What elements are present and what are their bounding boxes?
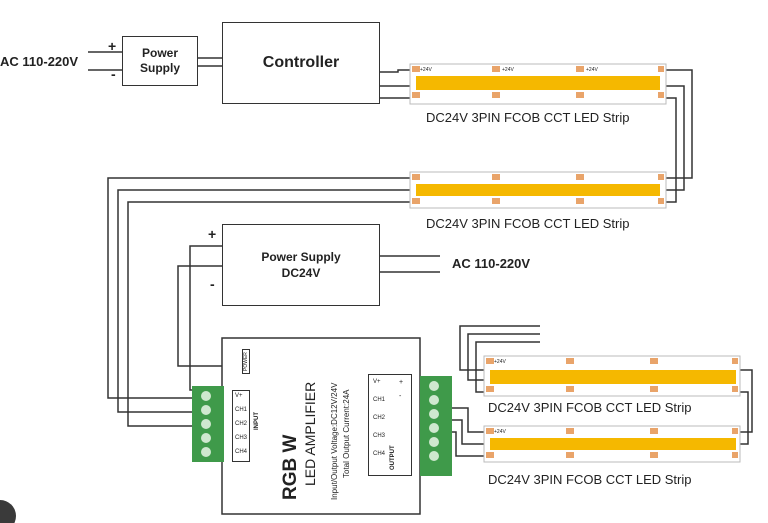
- controller-box: Controller: [222, 22, 380, 104]
- strip2-amp-wire-2: [117, 189, 410, 413]
- power-supply-dc-line1: Power Supply: [261, 250, 341, 264]
- amp-input-pin: CH1: [235, 407, 248, 413]
- led-strip-2: [409, 171, 667, 209]
- strip4-mark-plus: +24V: [494, 429, 506, 435]
- strip2-amp-wire-3: [127, 201, 410, 427]
- power-supply-dc-line2: DC24V: [281, 266, 321, 280]
- strip-3-label: DC24V 3PIN FCOB CCT LED Strip: [488, 400, 692, 415]
- strip3-mark-plus: +24V: [494, 359, 506, 365]
- amp-out-wire-3: [475, 341, 540, 393]
- amplifier-spec-1: Input/Output Voltage:DC12V/24V: [330, 382, 339, 500]
- ac-input-label: AC 110-220V: [0, 54, 79, 69]
- controller-label: Controller: [262, 54, 340, 71]
- amp-power-pin: +: [399, 379, 404, 386]
- power-supply-line2: Supply: [139, 61, 180, 75]
- amp-output-pin: CH3: [373, 433, 386, 439]
- amplifier-spec-2: Total Output Current:24A: [342, 389, 351, 479]
- strip1-strip2-wire-2: [666, 85, 685, 191]
- amp-input-tag: INPUT: [254, 412, 260, 430]
- dc-ps-wire-plus: [189, 245, 222, 391]
- plus-sign-dc: +: [208, 226, 217, 242]
- amplifier-title: RGB W: [280, 434, 301, 500]
- input-terminal: [192, 386, 224, 462]
- plus-sign-top: +: [108, 38, 117, 54]
- amplifier-body: [221, 337, 421, 515]
- led-strip-4: [483, 425, 741, 463]
- strip1-strip2-wire-1: [666, 69, 693, 179]
- amp-out-wire-1: [459, 325, 540, 371]
- strip-4-label: DC24V 3PIN FCOB CCT LED Strip: [488, 472, 692, 487]
- amp-output-pin: CH2: [373, 415, 386, 421]
- amp-out-wire-4: [452, 407, 484, 433]
- amp-power-pin: -: [399, 393, 402, 400]
- power-supply-box: Power Supply: [122, 36, 198, 86]
- strip1-mark-plus: +24V: [420, 67, 432, 73]
- strip3-strip4-wire-1: [740, 369, 753, 433]
- amp-input-pin: CH4: [235, 449, 248, 455]
- led-strip-3: [483, 355, 741, 397]
- strip-2-label: DC24V 3PIN FCOB CCT LED Strip: [426, 216, 630, 231]
- strip1-mark-plus-3: +24V: [586, 67, 598, 73]
- amp-input-pin: CH2: [235, 421, 248, 427]
- led-strip-1: [409, 63, 667, 105]
- power-supply-dc-box: Power Supply DC24V: [222, 224, 380, 306]
- power-supply-line1: Power: [141, 46, 178, 60]
- amp-input-pin: CH3: [235, 435, 248, 441]
- strip-1-label: DC24V 3PIN FCOB CCT LED Strip: [426, 110, 630, 125]
- ac-input-mid-label: AC 110-220V: [452, 256, 531, 271]
- strip3-strip4-wire-2: [740, 391, 749, 445]
- strip1-strip2-wire-3: [666, 97, 677, 203]
- strip1-mark-plus-2: +24V: [502, 67, 514, 73]
- amp-output-pin: V+: [373, 379, 381, 385]
- amplifier-subtitle: LED AMPLIFIER: [302, 381, 318, 486]
- amp-out-wire-5: [452, 419, 484, 445]
- minus-sign-dc: -: [210, 276, 215, 292]
- ctrl-strip1-wire-1: [380, 69, 410, 73]
- amp-output-pin: CH1: [373, 397, 386, 403]
- strip2-amp-wire-1: [107, 177, 410, 399]
- amp-power-tag: POWER: [242, 349, 250, 374]
- amp-input-pin: V+: [235, 393, 243, 399]
- output-terminal: [420, 376, 452, 476]
- amp-out-wire-6: [452, 431, 484, 457]
- corner-badge: [0, 500, 16, 523]
- amp-output-pin: CH4: [373, 451, 386, 457]
- dc-ps-wire-minus: [177, 265, 222, 367]
- minus-sign-top: -: [111, 66, 116, 82]
